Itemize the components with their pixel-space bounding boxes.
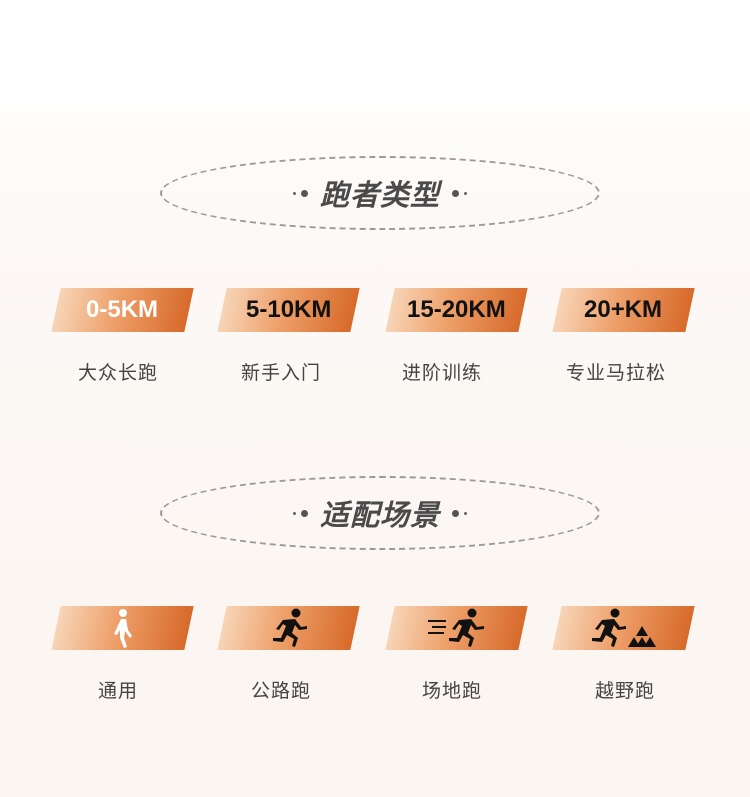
scenario-badge-general (51, 606, 194, 650)
walking-person-icon (113, 609, 132, 648)
runner-type-caption: 专业马拉松 (565, 362, 666, 384)
distance-badge-label: 15-20KM (407, 296, 506, 323)
distance-badge-label: 0-5KM (86, 296, 159, 323)
runner-type-caption: 进阶训练 (401, 362, 482, 384)
runner-type-caption: 大众长跑 (77, 362, 158, 384)
scenario-caption: 通用 (97, 680, 138, 702)
distance-badge-0-5km: 0-5KM (51, 288, 194, 332)
trail-runner-icon (591, 608, 656, 647)
distance-badge-15-20km: 15-20KM (385, 288, 528, 332)
scenarios-heading: 适配场景 (160, 476, 600, 550)
distance-badge-label: 20+KM (584, 296, 663, 323)
scenarios-title: 适配场景 (319, 498, 440, 532)
scenario-caption: 场地跑 (421, 680, 482, 702)
scenario-badge-trail (552, 606, 695, 650)
runner-types-title: 跑者类型 (319, 178, 440, 212)
runner-type-caption: 新手入门 (240, 362, 321, 384)
scenario-badge-road (217, 606, 360, 650)
scenario-caption: 公路跑 (250, 680, 311, 702)
sprinting-person-icon (427, 608, 484, 647)
distance-badge-5-10km: 5-10KM (217, 288, 360, 332)
runner-types-heading: 跑者类型 (160, 156, 600, 230)
distance-badge-20plus-km: 20+KM (552, 288, 695, 332)
left-dots-decoration (292, 509, 308, 517)
left-dots-decoration (292, 189, 308, 197)
right-dots-decoration (452, 189, 467, 197)
scenario-badge-track (385, 606, 528, 650)
distance-badge-label: 5-10KM (245, 296, 332, 323)
right-dots-decoration (452, 509, 467, 517)
scenario-caption: 越野跑 (594, 680, 655, 702)
running-person-icon (272, 608, 307, 647)
